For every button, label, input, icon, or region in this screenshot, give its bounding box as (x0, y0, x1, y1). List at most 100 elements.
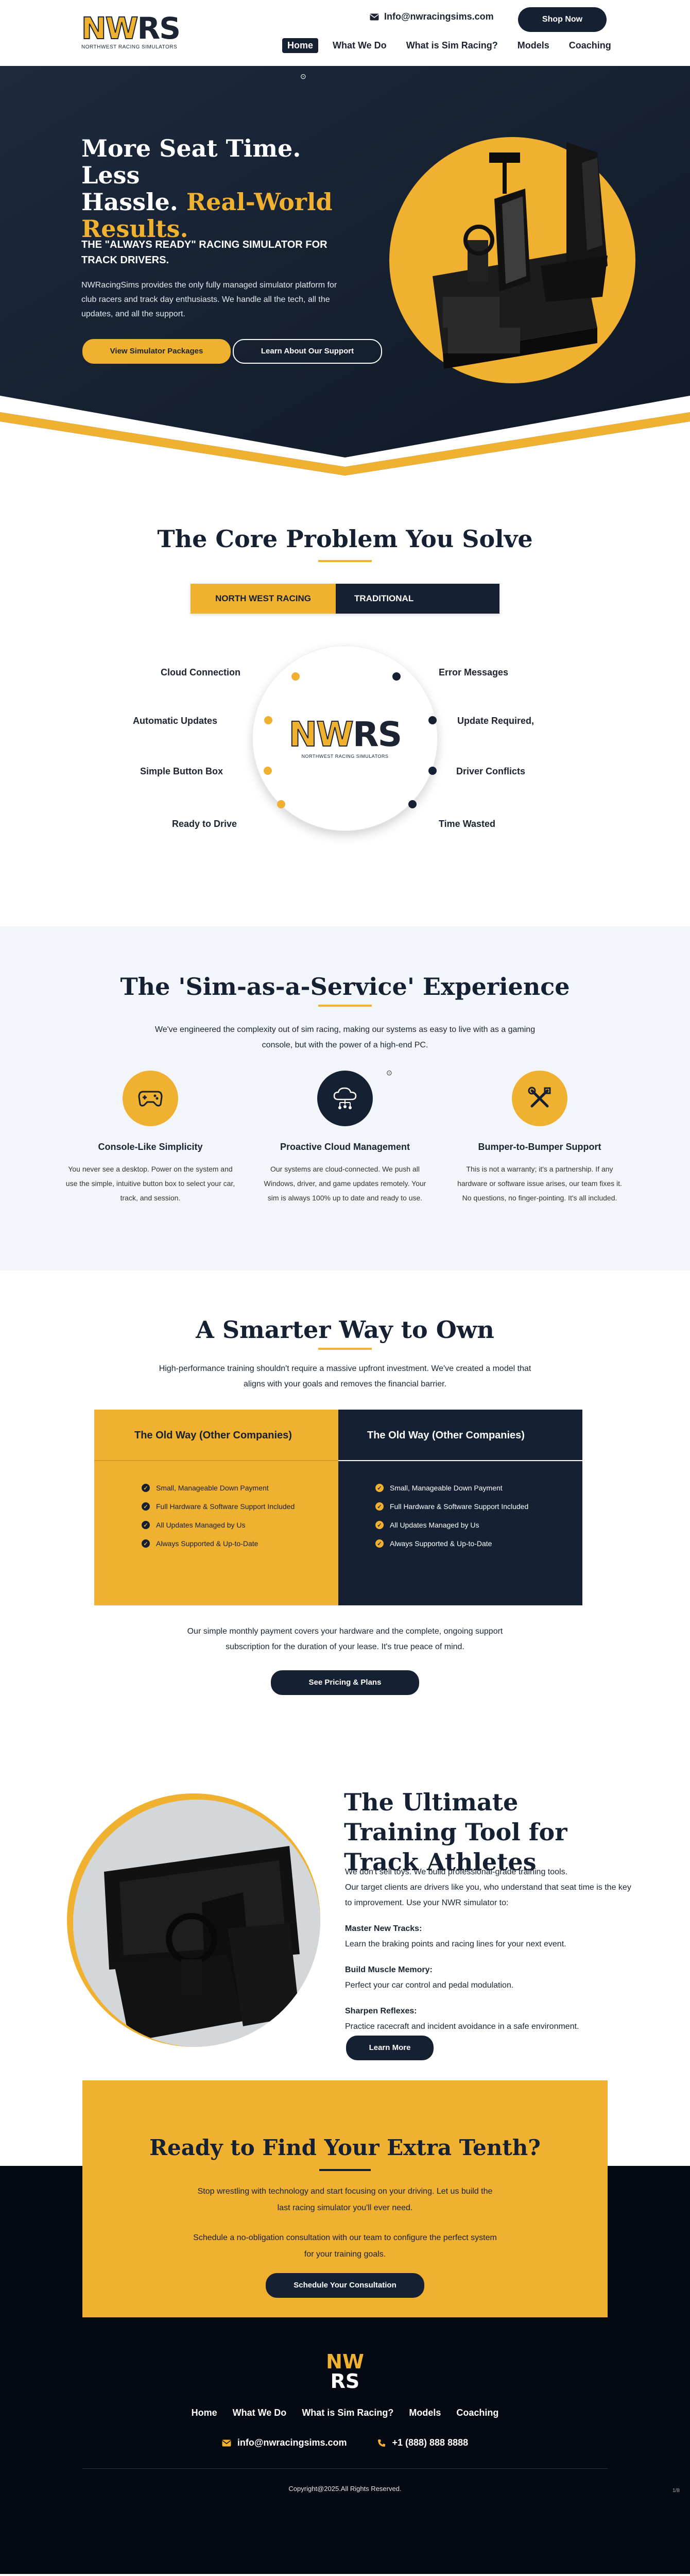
training-body: We don't sell toys. We build professiona… (345, 1865, 633, 2035)
footer-phone[interactable]: +1 (888) 888 8888 (377, 2437, 468, 2448)
list-item-text: All Updates Managed by Us (390, 1521, 479, 1529)
comparison-toggle[interactable]: NORTH WEST RACING TRADITIONAL (191, 584, 499, 614)
title-underline (319, 2169, 371, 2171)
smarter-title: A Smarter Way to Own (196, 1316, 494, 1344)
footer-email-text: info@nwracingsims.com (237, 2437, 347, 2448)
footer-divider (82, 2468, 608, 2469)
shop-now-button[interactable]: Shop Now (518, 7, 607, 32)
feature-card: Bumper-to-Bumper Support This is not a w… (452, 1071, 627, 1205)
list-item-text: Always Supported & Up-to-Date (156, 1539, 258, 1548)
footer-nav-what-is-sim-racing[interactable]: What is Sim Racing? (302, 2408, 394, 2418)
smarter-intro: High-performance training shouldn't requ… (159, 1364, 531, 1388)
hero-title-highlight: Real-World (186, 188, 333, 216)
cta-section: Ready to Find Your Extra Tenth? Stop wre… (0, 2080, 690, 2340)
list-item-text: Small, Manageable Down Payment (156, 1484, 269, 1492)
training-section: The Ultimate Training Tool for Track Ath… (0, 1742, 690, 2080)
logo-rs: RS (137, 11, 181, 46)
training-intro-2: Our target clients are drivers like you,… (345, 1883, 631, 1907)
hero-title-line2: Hassle. (81, 188, 178, 216)
cta-text-2: Schedule a no-obligation consultation wi… (193, 2233, 497, 2259)
footer-nav-home[interactable]: Home (191, 2408, 217, 2418)
gamepad-icon (123, 1071, 178, 1126)
right-item-label: Error Messages (439, 667, 509, 677)
nav-item-coaching[interactable]: Coaching (568, 40, 611, 50)
feature-card: Proactive Cloud Management Our systems a… (257, 1071, 433, 1205)
hero-section: ⊙ More Seat Time. Less Hassle. Real-Worl… (0, 66, 690, 476)
footer-email[interactable]: info@nwracingsims.com (222, 2437, 347, 2448)
check-icon: ✓ (375, 1502, 384, 1511)
saas-section: The 'Sim-as-a-Service' Experience We've … (0, 926, 690, 1270)
feature-title: Bumper-to-Bumper Support (478, 1142, 601, 1152)
footer-nav-models[interactable]: Models (409, 2408, 441, 2418)
list-item-text: Full Hardware & Software Support Include… (390, 1502, 529, 1511)
footer-nav-what-we-do[interactable]: What We Do (232, 2408, 287, 2418)
training-item-label: Build Muscle Memory: (345, 1965, 433, 1974)
left-item-label: Ready to Drive (172, 819, 237, 829)
nav-item-home[interactable]: Home (282, 38, 319, 53)
saas-intro: We've engineered the complexity out of s… (154, 1025, 536, 1049)
logo-tagline: NORTHWEST RACING SIMULATORS (81, 44, 178, 50)
list-item-text: Full Hardware & Software Support Include… (156, 1502, 295, 1511)
hero-title-line1: More Seat Time. Less (81, 134, 301, 189)
header-email[interactable]: Info@nwracingsims.com (370, 11, 494, 22)
dial-dot-left (264, 716, 272, 724)
list-item: ✓ Full Hardware & Software Support Includ… (375, 1502, 582, 1511)
dial-dot-left (291, 672, 300, 681)
core-problem-title: The Core Problem You Solve (157, 525, 533, 553)
toggle-north-west-racing[interactable]: NORTH WEST RACING (191, 584, 336, 614)
nav-item-models[interactable]: Models (517, 40, 549, 50)
hero-subtitle: The "Always Ready" Racing Simulator for … (81, 239, 327, 266)
page-indicator: 1/8 (672, 2488, 680, 2494)
training-item-text: Perfect your car control and pedal modul… (345, 1981, 514, 1990)
smarter-note: Our simple monthly payment covers your h… (187, 1627, 503, 1651)
feature-card: Console-Like Simplicity You never see a … (63, 1071, 238, 1205)
dial-logo-nw: NW (288, 715, 354, 754)
hero-title-highlight-2: Results. (81, 215, 188, 243)
learn-about-support-button[interactable]: Learn About Our Support (233, 339, 382, 364)
main-nav: Home What We Do What is Sim Racing? Mode… (282, 38, 616, 53)
saas-title: The 'Sim-as-a-Service' Experience (120, 973, 570, 1001)
footer-nav-coaching[interactable]: Coaching (456, 2408, 499, 2418)
learn-more-button[interactable]: Learn More (346, 2036, 434, 2060)
comparison-column-left: The Old Way (Other Companies) ✓Small, Ma… (94, 1410, 338, 1605)
list-item-text: Small, Manageable Down Payment (390, 1484, 503, 1492)
footer-logo[interactable]: NW RS (319, 2352, 371, 2393)
phone-icon (377, 2439, 386, 2447)
check-icon: ✓ (142, 1502, 150, 1511)
tools-icon (512, 1071, 567, 1126)
view-simulator-packages-button[interactable]: View Simulator Packages (82, 339, 231, 364)
envelope-icon (222, 2439, 231, 2447)
simulator-rig-image (433, 142, 608, 369)
footer-logo-rs: RS (330, 2370, 360, 2393)
core-problem-section: The Core Problem You Solve NORTH WEST RA… (0, 476, 690, 926)
logo-nw: NW (81, 11, 139, 46)
comparison-list: ✓ Small, Manageable Down Payment ✓ Full Ha… (94, 1461, 338, 1548)
cursor-icon: ⊙ (300, 72, 306, 80)
cursor-icon: ⊙ (386, 1069, 392, 1077)
check-icon: ✓ (142, 1521, 150, 1529)
feature-description: This is not a warranty; it's a partnersh… (457, 1165, 622, 1202)
schedule-consultation-button[interactable]: Schedule Your Consultation (266, 2273, 424, 2298)
left-item-label: Automatic Updates (133, 716, 218, 726)
nav-item-what-is-sim-racing[interactable]: What is Sim Racing? (406, 40, 498, 50)
right-item-label: Update Required, (457, 716, 534, 726)
comparison-list: ✓ Small, Manageable Down Payment ✓ Full Ha… (338, 1461, 582, 1548)
left-item-label: Simple Button Box (140, 766, 223, 776)
training-intro-1: We don't sell toys. We build professiona… (345, 1868, 568, 1876)
list-item: ✓All Updates Managed by Us (375, 1521, 582, 1529)
nav-item-what-we-do[interactable]: What We Do (333, 40, 387, 50)
smarter-section: A Smarter Way to Own High-performance tr… (0, 1270, 690, 1742)
training-item-text: Learn the braking points and racing line… (345, 1940, 566, 1948)
toggle-traditional[interactable]: TRADITIONAL (336, 584, 499, 614)
copyright: Copyright@2025.All Rights Reserved. (288, 2485, 402, 2493)
comparison-table: The Old Way (Other Companies) ✓Small, Ma… (94, 1410, 582, 1605)
training-title: The Ultimate Training Tool for Track Ath… (344, 1788, 567, 1876)
cta-box: Ready to Find Your Extra Tenth? Stop wre… (82, 2080, 608, 2317)
dial-dot-right (428, 767, 437, 775)
feature-description: Our systems are cloud-connected. We push… (264, 1165, 426, 1202)
footer-logo-nw: NW (326, 2350, 364, 2373)
see-pricing-button[interactable]: See Pricing & Plans (271, 1670, 419, 1695)
